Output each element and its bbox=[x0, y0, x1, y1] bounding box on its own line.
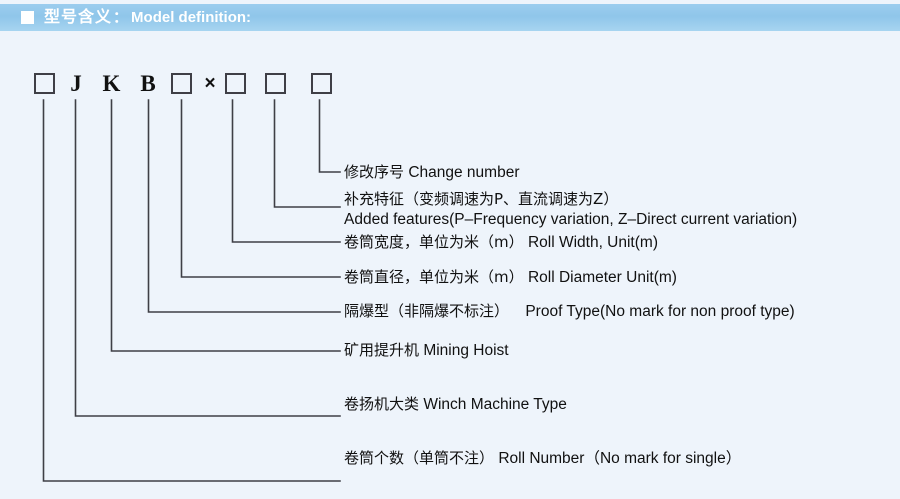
callout-line: 隔爆型（非隔爆不标注） Proof Type(No mark for non p… bbox=[344, 301, 795, 322]
callout-text-cn: 卷筒个数（单筒不注） bbox=[344, 449, 495, 467]
square-bullet-icon bbox=[21, 11, 34, 24]
empty-box-icon bbox=[310, 72, 332, 94]
callout-text-en: Winch Machine Type bbox=[423, 396, 567, 413]
callout-text-cn: 卷扬机大类 bbox=[344, 395, 420, 413]
empty-box-icon bbox=[224, 72, 246, 94]
header-title-en: Model definition: bbox=[131, 9, 252, 26]
header-title-cn: 型号含义 bbox=[44, 8, 113, 26]
callout-text-cn: 隔爆型（非隔爆不标注） bbox=[344, 302, 510, 320]
empty-box-icon bbox=[170, 72, 192, 94]
callout-line: 修改序号 Change number bbox=[344, 162, 520, 183]
callout-text-en: Proof Type(No mark for non proof type) bbox=[525, 303, 795, 320]
callout-line: 卷筒宽度，单位为米（m） Roll Width, Unit(m) bbox=[344, 232, 658, 253]
code-slot-proof-type: B bbox=[138, 70, 158, 96]
callout-text-en: Roll Width, Unit(m) bbox=[527, 234, 658, 251]
callout-text-cn: 修改序号 bbox=[344, 163, 405, 181]
callout-text-en: Roll Diameter Unit(m) bbox=[527, 269, 677, 286]
code-slot-roll-width bbox=[224, 70, 246, 96]
callout-text-en: Change number bbox=[408, 164, 520, 181]
empty-box-icon bbox=[264, 72, 286, 94]
section-header-bar: 型号含义 ： Model definition: bbox=[0, 4, 900, 31]
callout-winch-machine-type: 卷扬机大类 Winch Machine Type bbox=[344, 394, 567, 415]
leader-line-roll-diameter bbox=[180, 99, 341, 278]
leader-line-proof-type bbox=[147, 99, 341, 313]
callout-line: 卷筒直径，单位为米（m） Roll Diameter Unit(m) bbox=[344, 267, 677, 288]
leader-line-mining-hoist bbox=[110, 99, 341, 352]
callout-mining-hoist: 矿用提升机 Mining Hoist bbox=[344, 340, 509, 361]
header-separator: ： bbox=[113, 9, 129, 26]
code-slot-roll-diameter bbox=[170, 70, 192, 96]
code-slot-mining-hoist: K bbox=[101, 70, 122, 96]
callout-text-cn: 补充特征（变频调速为P、直流调速为Z） bbox=[344, 190, 619, 208]
callout-added-features: 补充特征（变频调速为P、直流调速为Z） Added features(P–Fre… bbox=[344, 189, 797, 230]
leader-line-winch-machine-type bbox=[74, 99, 341, 417]
leader-line-change-number bbox=[318, 99, 341, 173]
leader-line-roll-number bbox=[42, 99, 341, 482]
model-code-row: J K B × bbox=[0, 70, 360, 96]
code-letter-b: B bbox=[140, 70, 156, 96]
callout-line: 卷筒个数（单筒不注） Roll Number（No mark for singl… bbox=[344, 448, 741, 469]
callout-text-en: Mining Hoist bbox=[423, 342, 509, 359]
callout-roll-diameter: 卷筒直径，单位为米（m） Roll Diameter Unit(m) bbox=[344, 267, 677, 288]
empty-box-icon bbox=[33, 72, 55, 94]
leader-line-added-features bbox=[273, 99, 341, 208]
code-slot-roll-number bbox=[33, 70, 55, 96]
callout-proof-type: 隔爆型（非隔爆不标注） Proof Type(No mark for non p… bbox=[344, 301, 795, 322]
callout-line: 卷扬机大类 Winch Machine Type bbox=[344, 394, 567, 415]
callout-line: 补充特征（变频调速为P、直流调速为Z） bbox=[344, 189, 797, 210]
leader-line-roll-width bbox=[231, 99, 341, 243]
callout-text-en: Roll Number（No mark for single） bbox=[498, 450, 742, 467]
callout-line: 矿用提升机 Mining Hoist bbox=[344, 340, 509, 361]
callout-text-cn: 卷筒直径，单位为米（m） bbox=[344, 268, 524, 286]
code-letter-k: K bbox=[102, 70, 121, 96]
code-slot-change-number bbox=[310, 70, 332, 96]
callout-text-en: Added features(P–Frequency variation, Z–… bbox=[344, 211, 798, 228]
code-multiply-symbol: × bbox=[200, 70, 220, 96]
callout-line: Added features(P–Frequency variation, Z–… bbox=[344, 210, 797, 230]
callout-roll-width: 卷筒宽度，单位为米（m） Roll Width, Unit(m) bbox=[344, 232, 658, 253]
code-slot-winch-type: J bbox=[66, 70, 86, 96]
code-slot-added-features bbox=[264, 70, 286, 96]
callout-text-cn: 卷筒宽度，单位为米（m） bbox=[344, 233, 524, 251]
callout-roll-number: 卷筒个数（单筒不注） Roll Number（No mark for singl… bbox=[344, 448, 741, 469]
code-letter-j: J bbox=[70, 70, 82, 96]
callout-change-number: 修改序号 Change number bbox=[344, 162, 520, 183]
multiply-icon: × bbox=[204, 72, 216, 94]
callout-text-cn: 矿用提升机 bbox=[344, 341, 420, 359]
